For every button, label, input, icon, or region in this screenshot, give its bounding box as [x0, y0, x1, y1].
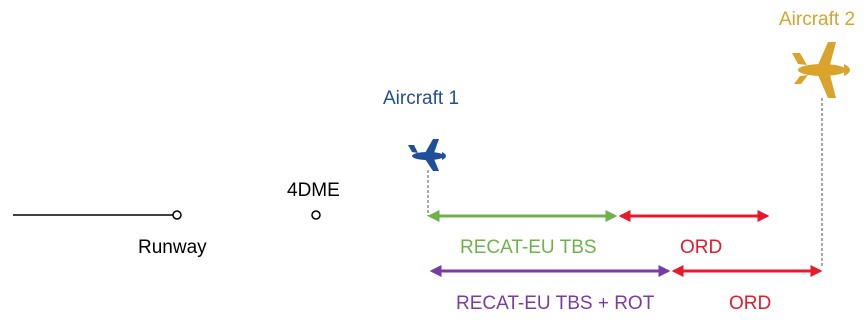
dme-marker — [311, 210, 321, 220]
tbs-rot-label: RECAT-EU TBS + ROT — [456, 293, 655, 314]
dme-label: 4DME — [287, 180, 340, 201]
airplane-icon — [792, 42, 850, 98]
tbs-label: RECAT-EU TBS — [460, 237, 597, 258]
aircraft-1-label: Aircraft 1 — [383, 88, 459, 109]
ord-top-label: ORD — [680, 237, 722, 258]
ord-bottom-label: ORD — [729, 293, 771, 314]
runway-threshold-marker — [172, 210, 182, 220]
runway-label: Runway — [138, 237, 207, 258]
airplane-icon — [408, 139, 446, 171]
aircraft-2-label: Aircraft 2 — [779, 9, 855, 30]
